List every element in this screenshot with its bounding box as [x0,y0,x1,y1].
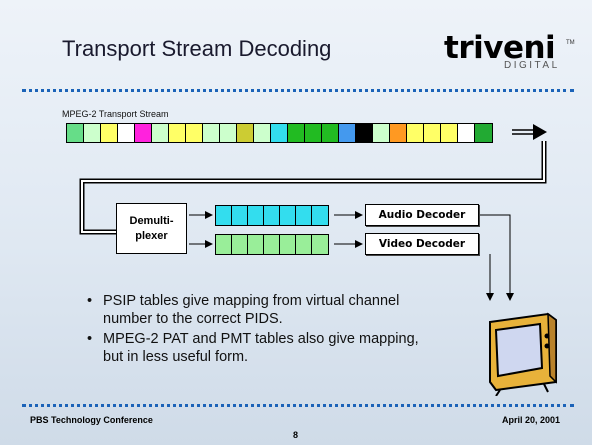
audio-packet [216,206,232,225]
stream-packet [373,124,390,142]
stream-packet [458,124,475,142]
stream-packet [475,124,492,142]
video-packet [232,235,248,254]
audio-packet [248,206,264,225]
footer-date: April 20, 2001 [501,415,560,425]
video-packet-queue [215,234,329,255]
stream-packet [186,124,203,142]
stream-packet [135,124,152,142]
stream-packet [203,124,220,142]
bottom-dotted-divider [22,404,574,407]
stream-packet [67,124,84,142]
footer-page-number: 8 [293,430,299,440]
logo-trademark: TM [566,40,575,46]
stream-packet [424,124,441,142]
transport-stream-bar [66,123,493,143]
bullet-item: PSIP tables give mapping from virtual ch… [87,292,427,328]
transport-stream-label: MPEG-2 Transport Stream [62,109,169,119]
audio-packet-queue [215,205,329,226]
stream-packet [237,124,254,142]
demultiplexer-label: Demulti-plexer [129,214,174,242]
video-packet [248,235,264,254]
stream-packet [322,124,339,142]
stream-packet [254,124,271,142]
stream-packet [339,124,356,142]
stream-packet [220,124,237,142]
audio-packet [280,206,296,225]
stream-packet [390,124,407,142]
stream-packet [288,124,305,142]
logo-wordmark: triveni [444,30,556,66]
triveni-digital-logo: triveni DIGITAL TM [444,24,575,74]
slide-title: Transport Stream Decoding [62,36,332,61]
video-packet [312,235,328,254]
stream-packet [152,124,169,142]
stream-packet [356,124,373,142]
audio-decoder-to-tv-arrow [479,214,514,301]
stream-packet [407,124,424,142]
bullet-list: PSIP tables give mapping from virtual ch… [87,292,427,368]
audio-packet [264,206,280,225]
logo-subtitle: DIGITAL [504,60,560,71]
audio-packet [232,206,248,225]
stream-packet [84,124,101,142]
audio-packet [312,206,328,225]
video-packet [264,235,280,254]
stream-packet [118,124,135,142]
stream-packet [305,124,322,142]
video-decoder-box: Video Decoder [365,233,479,255]
stream-output-arrow [512,124,547,140]
stream-packet [169,124,186,142]
video-packet [296,235,312,254]
video-packet [216,235,232,254]
footer-conference: PBS Technology Conference [30,415,153,425]
audio-decoder-box: Audio Decoder [365,204,479,226]
top-dotted-divider [22,89,574,92]
stream-packet [101,124,118,142]
demultiplexer-box: Demulti-plexer [116,203,187,254]
television-icon [489,312,557,396]
stream-packet [271,124,288,142]
audio-packet [296,206,312,225]
video-packet [280,235,296,254]
bullet-item: MPEG-2 PAT and PMT tables also give mapp… [87,330,427,366]
stream-packet [441,124,458,142]
